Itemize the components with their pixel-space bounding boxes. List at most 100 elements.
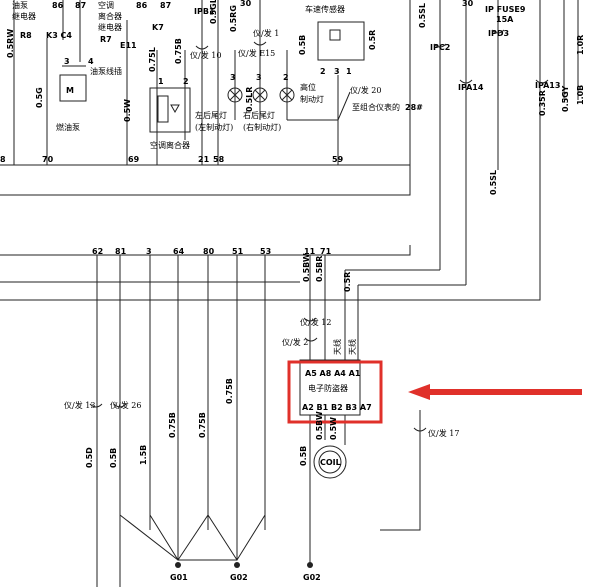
connector-labels: 仪/发 1 仪/发 10 仪/发 E15 仪/发 12 仪/发 2 仪/发 13… bbox=[64, 28, 459, 438]
fuse-codes: 30 IP FUSE9 15A IPC2 IPD3 IPA14 IPA13 IP… bbox=[194, 0, 560, 92]
ground-g02b: G02 bbox=[303, 573, 321, 582]
svg-text:3: 3 bbox=[64, 57, 70, 66]
oil-pump-relay-label: 油泵 bbox=[12, 0, 28, 10]
svg-text:0.75B: 0.75B bbox=[174, 38, 183, 64]
svg-text:11: 11 bbox=[304, 247, 316, 256]
svg-text:0.5R: 0.5R bbox=[368, 30, 377, 50]
svg-text:IPA13: IPA13 bbox=[535, 81, 560, 90]
coil-antenna: COIL 0.5BW 0.5W bbox=[313, 411, 347, 479]
svg-text:30: 30 bbox=[462, 0, 474, 8]
svg-text:0.75B: 0.75B bbox=[168, 412, 177, 438]
ac-clutch-relay: 空调 离合器 继电器 R7 E11 86 87 K7 bbox=[98, 0, 171, 50]
svg-text:空调: 空调 bbox=[98, 0, 114, 10]
svg-text:(右制动灯): (右制动灯) bbox=[243, 122, 281, 132]
svg-text:K3 C4: K3 C4 bbox=[46, 31, 72, 40]
svg-text:1: 1 bbox=[346, 67, 352, 76]
svg-text:0.5B: 0.5B bbox=[299, 446, 308, 466]
svg-text:0.5B: 0.5B bbox=[298, 35, 307, 55]
mid-numbers: 8 70 69 21 58 59 bbox=[0, 155, 344, 164]
svg-text:E11: E11 bbox=[120, 41, 137, 50]
svg-text:仪/发 12: 仪/发 12 bbox=[300, 317, 331, 327]
svg-text:天线: 天线 bbox=[332, 339, 342, 355]
fuel-pump-motor-icon: M bbox=[66, 86, 74, 95]
svg-text:R7: R7 bbox=[100, 35, 112, 44]
ground-fan bbox=[119, 514, 266, 561]
svg-text:0.5R: 0.5R bbox=[343, 272, 352, 292]
oil-pump-relay: 油泵 继电器 R8 K3 C4 86 87 bbox=[12, 0, 86, 40]
grounds: G01 G02 G02 bbox=[170, 562, 321, 582]
svg-text:1.0B: 1.0B bbox=[576, 85, 585, 105]
svg-text:0.5SL: 0.5SL bbox=[418, 3, 427, 28]
svg-text:4: 4 bbox=[88, 57, 94, 66]
fuel-pump: M 3 4 油泵线插 燃油泵 bbox=[56, 57, 122, 132]
main-frame bbox=[0, 0, 541, 301]
svg-text:空调离合器: 空调离合器 bbox=[150, 140, 190, 150]
svg-text:仪/发 1: 仪/发 1 bbox=[253, 28, 279, 38]
svg-text:继电器: 继电器 bbox=[98, 22, 122, 32]
svg-text:K7: K7 bbox=[152, 23, 164, 32]
svg-text:高位: 高位 bbox=[300, 82, 316, 92]
svg-text:车速传感器: 车速传感器 bbox=[305, 4, 345, 14]
tail-lamps: 3 3 2 左后尾灯 (左制动灯) 右后尾灯 (右制动灯) 高位 制动灯 bbox=[195, 73, 351, 132]
svg-text:2: 2 bbox=[283, 73, 289, 82]
svg-text:IPB1: IPB1 bbox=[194, 7, 215, 16]
svg-text:0.5GY: 0.5GY bbox=[561, 85, 570, 112]
immobilizer-module: A5 A8 A4 A1 电子防盗器 A2 B1 B2 B3 A7 天线 天线 bbox=[287, 339, 383, 424]
svg-text:59: 59 bbox=[332, 155, 344, 164]
connector-cups bbox=[89, 29, 549, 432]
wire-codes: 0.5RW 0.5G 0.5W 0.75L 0.75B 0.5GL 0.5RG … bbox=[6, 0, 585, 468]
svg-text:仪/发 E15: 仪/发 E15 bbox=[238, 48, 275, 58]
svg-text:油泵线插: 油泵线插 bbox=[90, 66, 122, 76]
svg-text:3: 3 bbox=[334, 67, 340, 76]
antenna-label: 天线 bbox=[347, 339, 357, 355]
svg-text:左后尾灯: 左后尾灯 bbox=[195, 110, 227, 120]
svg-text:0.75B: 0.75B bbox=[198, 412, 207, 438]
svg-text:IP FUSE9: IP FUSE9 bbox=[485, 5, 526, 14]
svg-text:IPA14: IPA14 bbox=[458, 83, 484, 92]
svg-text:离合器: 离合器 bbox=[98, 11, 122, 21]
svg-text:21: 21 bbox=[198, 155, 210, 164]
svg-text:0.5RW: 0.5RW bbox=[6, 29, 15, 58]
svg-text:0.5RG: 0.5RG bbox=[229, 5, 238, 32]
svg-text:86: 86 bbox=[136, 1, 148, 10]
svg-text:0.35R: 0.35R bbox=[538, 90, 547, 116]
svg-text:至组合仪表的: 至组合仪表的 bbox=[352, 102, 400, 112]
svg-text:87: 87 bbox=[75, 1, 86, 10]
svg-text:制动灯: 制动灯 bbox=[300, 94, 324, 104]
svg-text:69: 69 bbox=[128, 155, 140, 164]
svg-text:仪/发 17: 仪/发 17 bbox=[428, 428, 459, 438]
svg-text:燃油泵: 燃油泵 bbox=[56, 122, 80, 132]
svg-text:0.5BW: 0.5BW bbox=[315, 411, 324, 440]
svg-text:28#: 28# bbox=[405, 103, 423, 112]
svg-text:1: 1 bbox=[158, 77, 164, 86]
svg-text:0.5W: 0.5W bbox=[123, 99, 132, 122]
ac-clutch: 空调离合器 1 2 bbox=[149, 77, 191, 150]
svg-text:0.5BR: 0.5BR bbox=[315, 256, 324, 282]
svg-text:70: 70 bbox=[42, 155, 54, 164]
svg-text:仪/发 26: 仪/发 26 bbox=[110, 400, 141, 410]
cluster-ref: 仪/发 20 至组合仪表的 28# bbox=[350, 85, 423, 112]
svg-text:86: 86 bbox=[52, 1, 64, 10]
vehicle-speed-sensor: 车速传感器 2 3 1 bbox=[305, 4, 365, 76]
svg-text:30: 30 bbox=[240, 0, 252, 8]
svg-text:0.5BW: 0.5BW bbox=[302, 253, 311, 282]
svg-text:0.5G: 0.5G bbox=[35, 87, 44, 108]
svg-text:仪/发 13: 仪/发 13 bbox=[64, 400, 95, 410]
bottom-numbers: 62 81 3 64 80 51 53 11 71 bbox=[92, 247, 332, 256]
coil-label: COIL bbox=[320, 458, 341, 467]
svg-text:1.0R: 1.0R bbox=[576, 35, 585, 55]
svg-text:(左制动灯): (左制动灯) bbox=[195, 122, 233, 132]
svg-text:15A: 15A bbox=[496, 15, 514, 24]
svg-text:80: 80 bbox=[203, 247, 215, 256]
svg-text:0.5LR: 0.5LR bbox=[245, 87, 254, 112]
svg-text:51: 51 bbox=[232, 247, 244, 256]
immo-pins-bottom: A2 B1 B2 B3 A7 bbox=[302, 403, 372, 412]
svg-text:0.5B: 0.5B bbox=[109, 448, 118, 468]
svg-text:仪/发 20: 仪/发 20 bbox=[350, 85, 381, 95]
svg-text:仪/发 10: 仪/发 10 bbox=[190, 50, 221, 60]
svg-text:62: 62 bbox=[92, 247, 103, 256]
svg-text:继电器: 继电器 bbox=[12, 11, 36, 21]
svg-text:右后尾灯: 右后尾灯 bbox=[243, 110, 275, 120]
svg-text:8: 8 bbox=[0, 155, 6, 164]
